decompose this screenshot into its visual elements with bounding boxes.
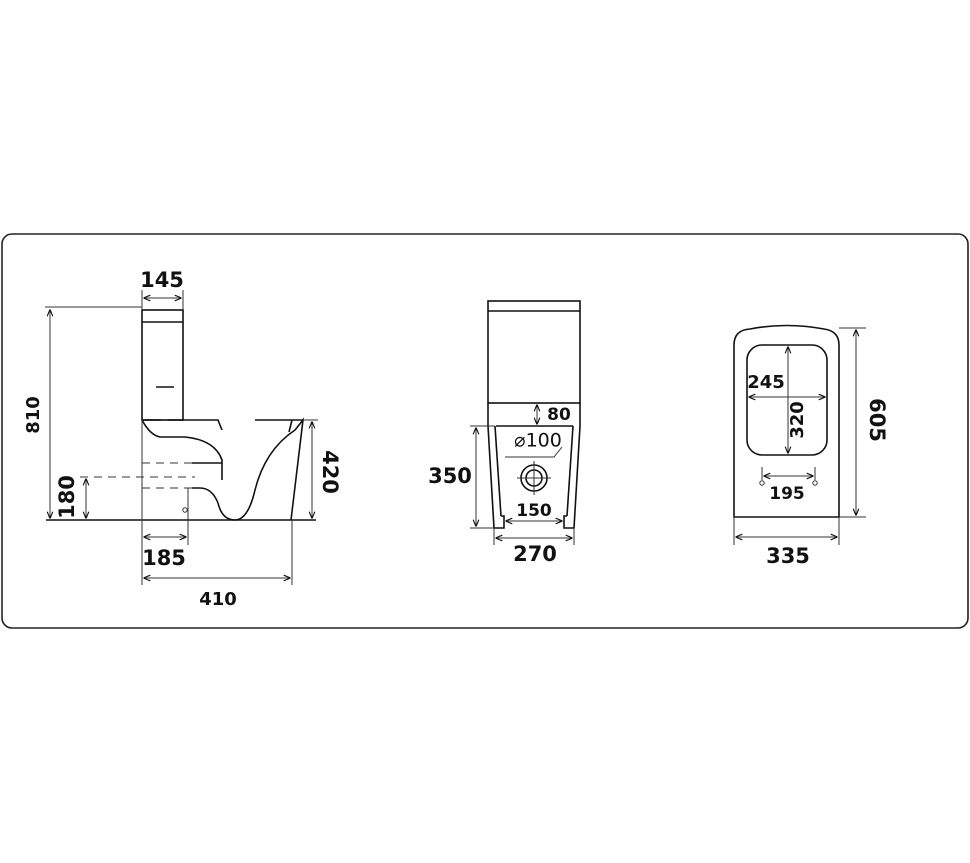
label-opening-width: 245 — [747, 372, 785, 393]
label-foot-spacing: 150 — [516, 501, 552, 521]
side-view: 145 810 180 420 185 410 — [23, 268, 342, 610]
label-outlet-distance: 185 — [142, 546, 186, 570]
label-seat-height: 420 — [318, 450, 342, 494]
label-tank-gap: 80 — [547, 405, 571, 425]
label-total-height: 810 — [23, 396, 44, 434]
label-opening-length: 320 — [787, 401, 808, 439]
label-base-height: 350 — [428, 464, 472, 488]
label-outlet-height: 180 — [55, 475, 79, 519]
label-total-length: 605 — [865, 398, 889, 442]
label-base-width: 270 — [513, 542, 557, 566]
drawing-frame — [1, 233, 969, 629]
label-outlet-diameter: ⌀100 — [514, 430, 562, 452]
top-view: 245 320 195 605 335 — [733, 324, 889, 568]
label-hinge-spacing: 195 — [769, 484, 805, 504]
label-tank-width: 145 — [140, 268, 184, 292]
label-total-width: 335 — [766, 544, 810, 568]
front-view: 80 ⌀100 350 150 270 — [428, 300, 581, 566]
label-total-depth: 410 — [199, 589, 237, 610]
